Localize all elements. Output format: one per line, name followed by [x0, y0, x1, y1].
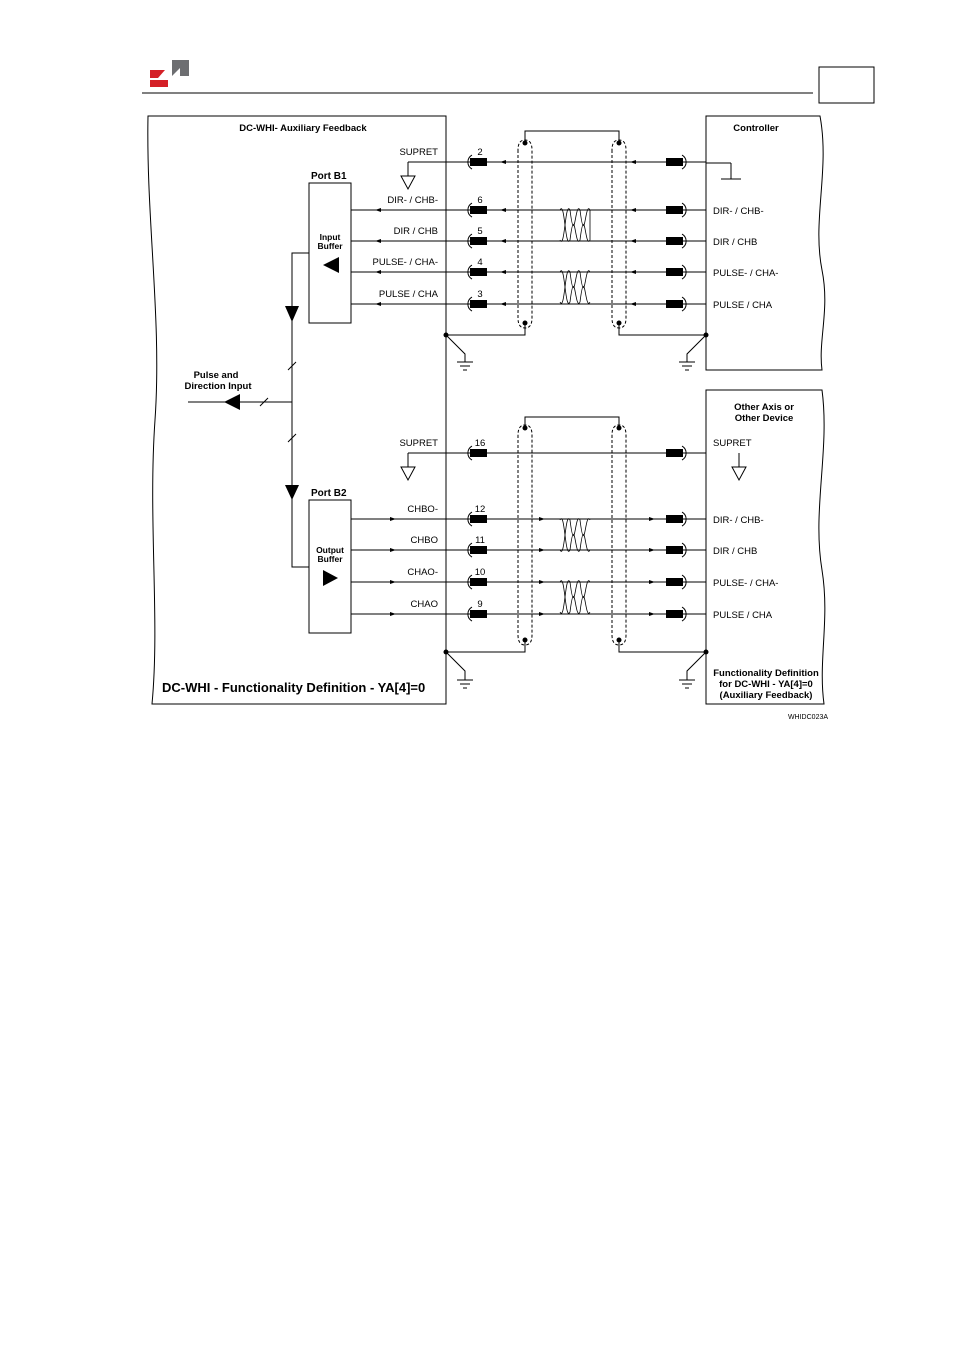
- signal-lower-9: 9 CHAO PULSE / CHA: [351, 599, 773, 622]
- pin-number: 4: [477, 257, 482, 268]
- chassis-ground-3: [445, 651, 473, 689]
- pin-number: 5: [477, 226, 482, 237]
- pin-number: 2: [477, 147, 482, 158]
- other-device-title-1: Other Axis or: [734, 402, 794, 413]
- pin-number: 10: [475, 567, 486, 578]
- functionality-title: DC-WHI - Functionality Definition - YA[4…: [162, 680, 425, 695]
- signal-lower-16: 16 SUPRET SUPRET: [399, 438, 752, 461]
- left-signal-label: CHBO: [411, 535, 438, 546]
- other-device-note-2: for DC-WHI - YA[4]=0: [719, 679, 813, 690]
- chassis-ground-1: [445, 334, 473, 371]
- pin-number: 9: [477, 599, 482, 610]
- pin-number: 3: [477, 289, 482, 300]
- chassis-ground-4: [679, 651, 707, 689]
- pin-number: 12: [475, 504, 486, 515]
- right-signal-label: DIR / CHB: [713, 237, 757, 248]
- right-signal-label: PULSE / CHA: [713, 300, 773, 311]
- twisted-pair-symbols: [559, 208, 591, 614]
- input-buffer-label-2: Buffer: [317, 241, 343, 251]
- left-signal-label: SUPRET: [399, 147, 438, 158]
- right-signal-label: PULSE- / CHA-: [713, 268, 778, 279]
- right-signal-label: PULSE / CHA: [713, 610, 773, 621]
- controller-block: [705, 115, 826, 371]
- company-logo: [150, 60, 189, 87]
- dc-whi-block: [147, 115, 447, 705]
- internal-bus: [188, 252, 309, 568]
- pin-number: 16: [475, 438, 486, 449]
- signal-lower-12: 12 CHBO- DIR- / CHB-: [351, 504, 764, 527]
- signal-upper-2: 2 SUPRET: [399, 147, 706, 170]
- controller-title: Controller: [733, 123, 779, 134]
- pulse-dir-label-2: Direction Input: [184, 381, 252, 392]
- supret-ground-3: [731, 453, 747, 482]
- other-device-block: [705, 389, 826, 705]
- pin-number: 11: [475, 535, 485, 546]
- output-buffer-label-2: Buffer: [317, 554, 343, 564]
- left-signal-label: CHAO-: [407, 567, 438, 578]
- right-signal-label: DIR- / CHB-: [713, 515, 764, 526]
- input-buffer-box: [308, 182, 352, 324]
- other-device-title-2: Other Device: [735, 413, 794, 424]
- other-device-note-1: Functionality Definition: [713, 668, 819, 679]
- output-buffer-arrow: [323, 570, 338, 586]
- pulse-dir-arrow: [224, 394, 240, 410]
- input-buffer-arrow: [323, 257, 339, 273]
- left-signal-label: PULSE / CHA: [379, 289, 439, 300]
- supret-ground-1: [400, 162, 416, 191]
- output-buffer-box: [308, 499, 352, 634]
- left-signal-label: PULSE- / CHA-: [373, 257, 438, 268]
- left-signal-label: CHBO-: [407, 504, 438, 515]
- port-b1-label: Port B1: [311, 171, 347, 182]
- supret-ground-2: [400, 453, 416, 482]
- left-signal-label: DIR- / CHB-: [387, 195, 438, 206]
- signal-lower-11: 11 CHBO DIR / CHB: [351, 535, 757, 558]
- dc-whi-title: DC-WHI- Auxiliary Feedback: [239, 123, 367, 134]
- right-signal-label: DIR- / CHB-: [713, 206, 764, 217]
- left-signal-label: CHAO: [411, 599, 438, 610]
- input-buffer-label-1: Input: [320, 232, 341, 242]
- other-device-note-3: (Auxiliary Feedback): [720, 690, 813, 701]
- pulse-dir-label-1: Pulse and: [194, 370, 239, 381]
- port-b2-label: Port B2: [311, 488, 347, 499]
- right-signal-label: PULSE- / CHA-: [713, 578, 778, 589]
- upper-cable-shield: [446, 130, 706, 336]
- bus-arrow-down-1: [285, 306, 299, 322]
- pin-number: 6: [477, 195, 482, 206]
- output-buffer-label-1: Output: [316, 545, 344, 555]
- controller-supret-ground: [706, 162, 741, 180]
- signal-lower-10: 10 CHAO- PULSE- / CHA-: [351, 567, 778, 590]
- chassis-ground-2: [679, 334, 707, 371]
- right-signal-label: DIR / CHB: [713, 546, 757, 557]
- figure-id: WHIDC023A: [788, 714, 828, 721]
- right-signal-label: SUPRET: [713, 438, 752, 449]
- left-signal-label: SUPRET: [399, 438, 438, 449]
- bus-arrow-down-2: [285, 485, 299, 500]
- page-number-box: [818, 66, 875, 104]
- lower-cable-shield: [446, 416, 706, 653]
- left-signal-label: DIR / CHB: [394, 226, 438, 237]
